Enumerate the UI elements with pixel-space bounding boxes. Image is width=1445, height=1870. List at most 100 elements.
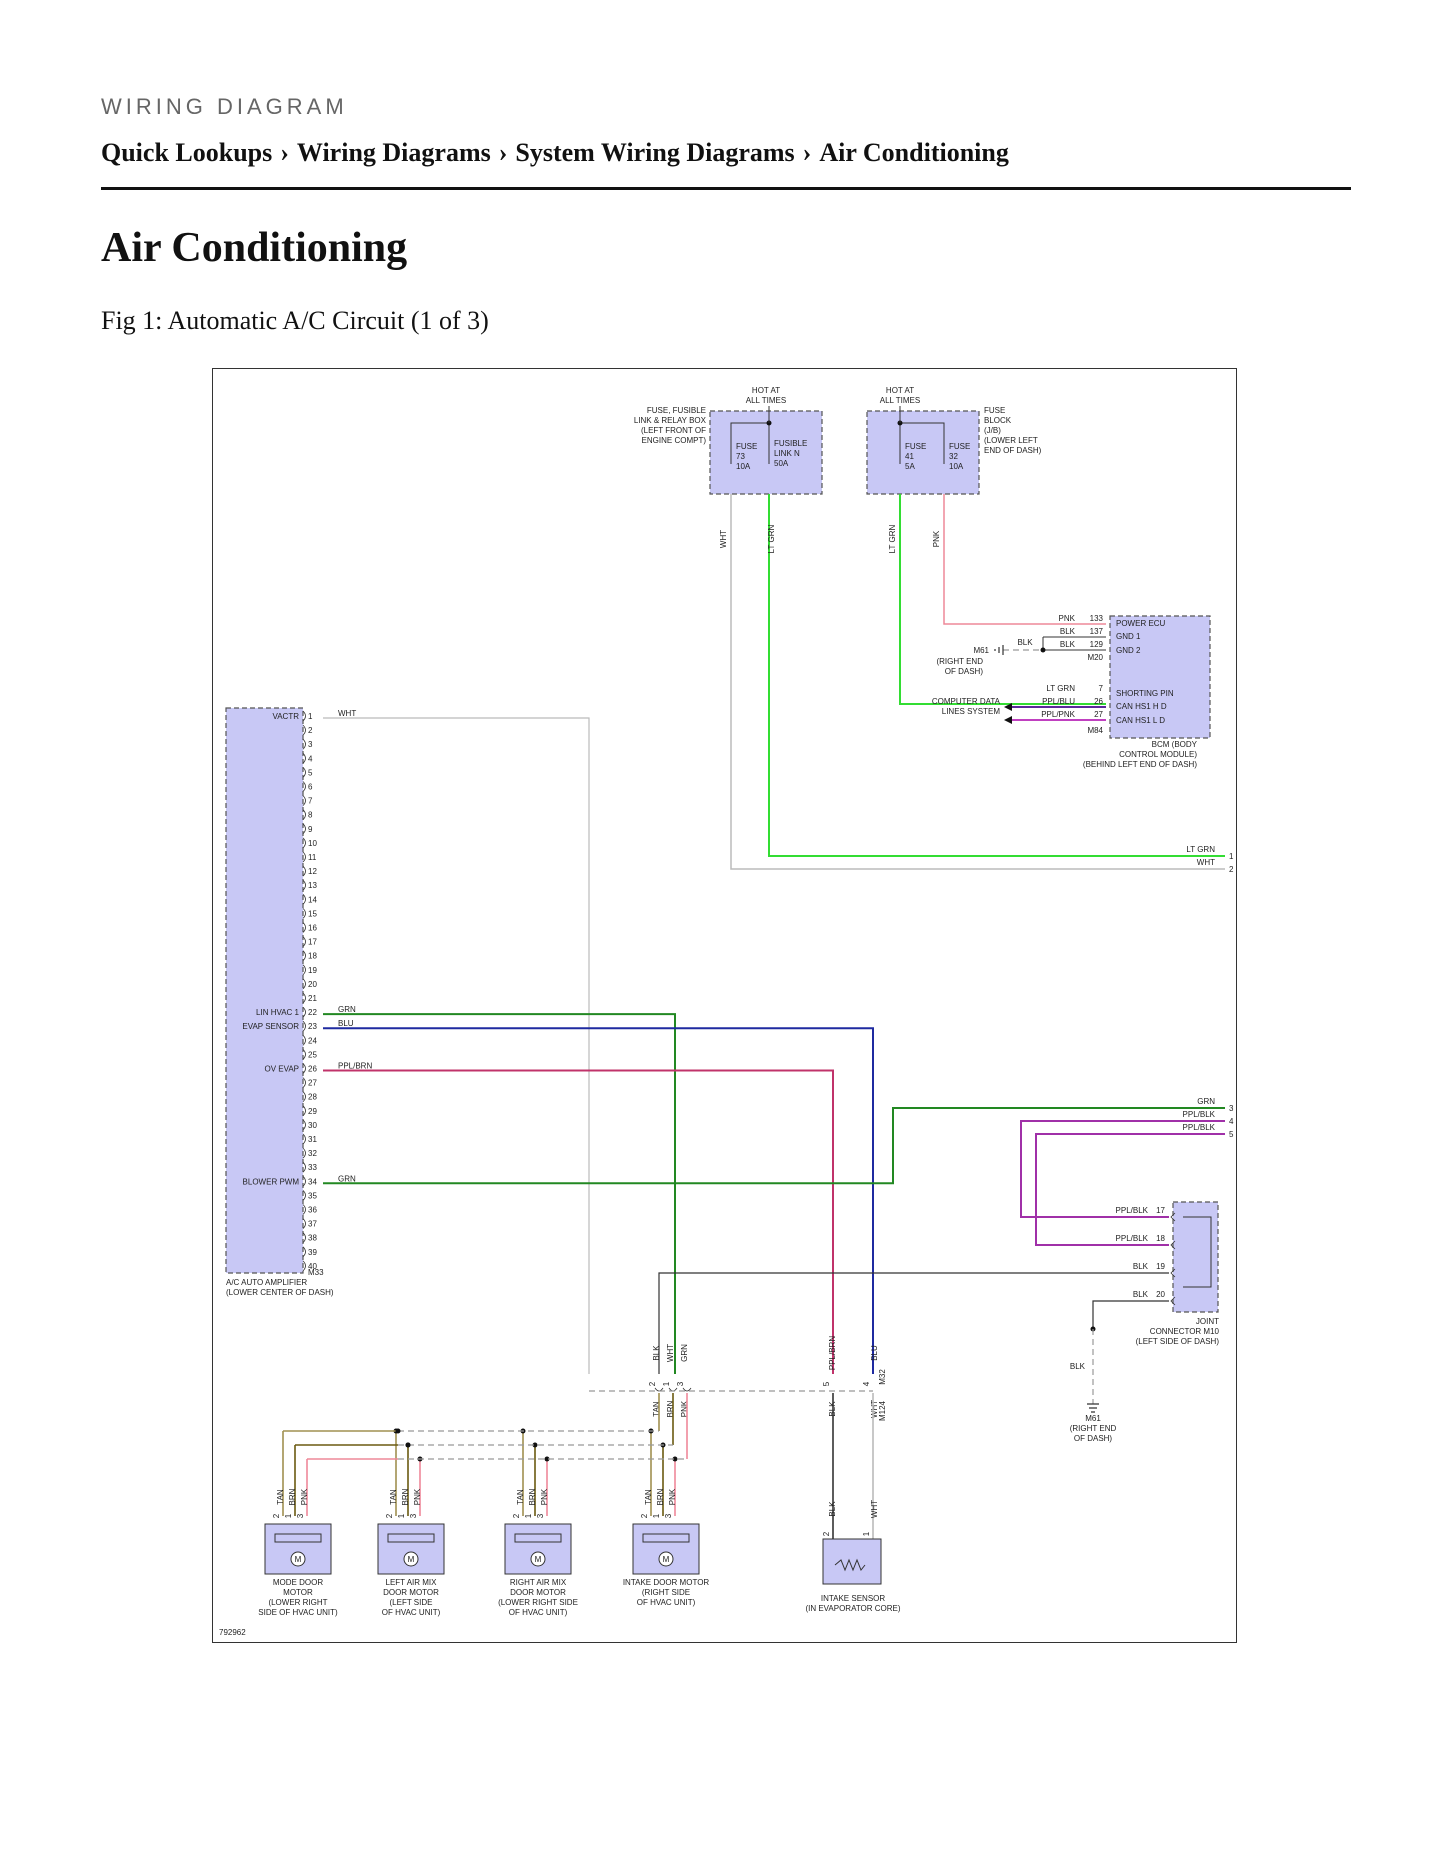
motor-wire-label: TAN [389, 1489, 398, 1505]
motor-pin-number: 1 [284, 1513, 293, 1518]
amplifier-label: A/C AUTO AMPLIFIER [226, 1278, 307, 1287]
joint-pin-number: 19 [1156, 1262, 1165, 1271]
splice-dot [395, 1428, 401, 1434]
amplifier-pin-number: 27 [308, 1079, 317, 1088]
pin-contact-icon [302, 823, 306, 835]
pin-contact-icon [302, 1119, 306, 1131]
bcm-pin-wire-label: PPL/PNK [1041, 710, 1075, 719]
bcm-pin-wire-label: BLK [1060, 627, 1076, 636]
pin-contact-icon [302, 767, 306, 778]
motor-pin-number: 2 [385, 1513, 394, 1518]
motor-gear-icon [642, 1533, 690, 1543]
pin-contact-icon [302, 964, 306, 976]
sensor-pin-number: 2 [822, 1531, 831, 1536]
wire-label: TAN [652, 1401, 661, 1417]
right-edge-reference: 5 [1229, 1130, 1234, 1139]
motor-wire-label: BRN [528, 1488, 537, 1505]
pin-contact-icon [1170, 1268, 1176, 1278]
breadcrumb-wiring-diagrams[interactable]: Wiring Diagrams [296, 138, 491, 167]
amplifier-pin-number: 9 [308, 825, 313, 834]
fuse-73-label: FUSE [736, 442, 757, 451]
motor-symbol: M [663, 1555, 670, 1564]
pin-contact-icon [302, 992, 306, 1004]
fuse-box-2-label: END OF DASH) [984, 446, 1042, 455]
bcm-pin-name: CAN HS1 H D [1116, 702, 1167, 711]
wire-blk-20 [1092, 1300, 1169, 1329]
amplifier-pin-number: 35 [308, 1191, 317, 1200]
wire-label: BLK [1133, 1262, 1149, 1271]
fuse-41-label: 41 [905, 452, 914, 461]
amplifier-pin-number: 11 [308, 853, 317, 862]
wire-label: PPL/BRN [338, 1062, 372, 1071]
sensor-pin-number: 1 [862, 1531, 871, 1536]
pin-contact-icon [302, 950, 306, 961]
pin-contact-icon [302, 851, 306, 863]
wire-label: WHT [870, 1400, 879, 1418]
pin-contact-icon [302, 879, 306, 891]
amplifier-pin-number: 20 [308, 980, 317, 989]
motor-label: OF HVAC UNIT) [637, 1598, 696, 1607]
motor-label: SIDE OF HVAC UNIT) [258, 1608, 338, 1617]
amplifier-pin-number: 32 [308, 1149, 317, 1158]
connector-id-label: M84 [1087, 726, 1103, 735]
right-edge-wire-label: PPL/BLK [1183, 1123, 1216, 1132]
wire-ppl-blk-17 [1020, 1120, 1225, 1218]
wire-label: BLU [870, 1345, 879, 1361]
motor-label: MOTOR [283, 1588, 313, 1597]
fuse-box-2-hot-label: HOT AT [886, 386, 914, 395]
pin-contact-icon [302, 865, 306, 877]
amplifier-pin-number: 22 [308, 1008, 317, 1017]
pin-contact-icon [1170, 1240, 1176, 1250]
fuse-box-2-hot-label: ALL TIMES [880, 396, 920, 405]
wire-lt-grn-fusible-link [768, 494, 1225, 857]
motor-label: MODE DOOR [273, 1578, 323, 1587]
pin-contact-icon [302, 1020, 306, 1032]
motor-label: (LEFT SIDE [390, 1598, 433, 1607]
amplifier-pin-number: 8 [308, 811, 313, 820]
wire-label: LT GRN [888, 524, 897, 553]
amplifier-pin-number: 33 [308, 1163, 317, 1172]
header-divider [101, 187, 1351, 190]
wire-label: WHT [666, 1344, 675, 1362]
fuse-box-1-bus [730, 422, 770, 464]
wire-wht-fuse73 [730, 494, 1225, 870]
wire-label: PNK [680, 1400, 689, 1417]
fuse-box-1-label: LINK & RELAY BOX [634, 416, 707, 425]
pin-contact-icon [302, 1091, 306, 1102]
wire-label: BLU [338, 1019, 354, 1028]
right-edge-reference: 2 [1229, 865, 1234, 874]
connector-id-label: M33 [308, 1268, 324, 1277]
bcm-pin-name: POWER ECU [1116, 619, 1166, 628]
motor-gear-icon [387, 1533, 435, 1543]
wire-label: PPL/BLK [1116, 1206, 1149, 1215]
fuse-32-label: FUSE [949, 442, 970, 451]
amplifier-pin-number: 18 [308, 952, 317, 961]
breadcrumb-air-conditioning[interactable]: Air Conditioning [819, 138, 1009, 167]
fusible-link-n-label: LINK N [774, 449, 800, 458]
amplifier-pin-number: 28 [308, 1093, 317, 1102]
motor-label: DOOR MOTOR [383, 1588, 439, 1597]
wire-label: PPL/BLK [1116, 1234, 1149, 1243]
wire-wht-vactr [323, 717, 590, 1374]
fusible-link-n-label: FUSIBLE [774, 439, 807, 448]
splice-dot [544, 1456, 550, 1462]
pin-contact-icon [302, 1133, 306, 1145]
right-edge-wire-label: GRN [1197, 1097, 1215, 1106]
motor-wire-label: BRN [656, 1488, 665, 1505]
bcm-pin-name: SHORTING PIN [1116, 689, 1174, 698]
ground-icon [994, 645, 1004, 655]
pin-contact-icon [302, 978, 306, 990]
arrow-icon [1004, 703, 1012, 711]
fuse-41-label: 5A [905, 462, 915, 471]
bcm-pin-name: GND 2 [1116, 646, 1141, 655]
amplifier-pin-number: 30 [308, 1121, 317, 1130]
breadcrumb-system-wiring-diagrams[interactable]: System Wiring Diagrams [515, 138, 795, 167]
amplifier-pin-number: 29 [308, 1107, 317, 1116]
pin-contact-icon [302, 922, 306, 933]
joint-label: CONNECTOR M10 [1150, 1327, 1220, 1336]
wire-grn-lin-hvac [323, 1013, 676, 1374]
connector-id-label: M32 [878, 1369, 887, 1385]
breadcrumb-quick-lookups[interactable]: Quick Lookups [101, 138, 273, 167]
amplifier-pin-number: 26 [308, 1065, 317, 1074]
